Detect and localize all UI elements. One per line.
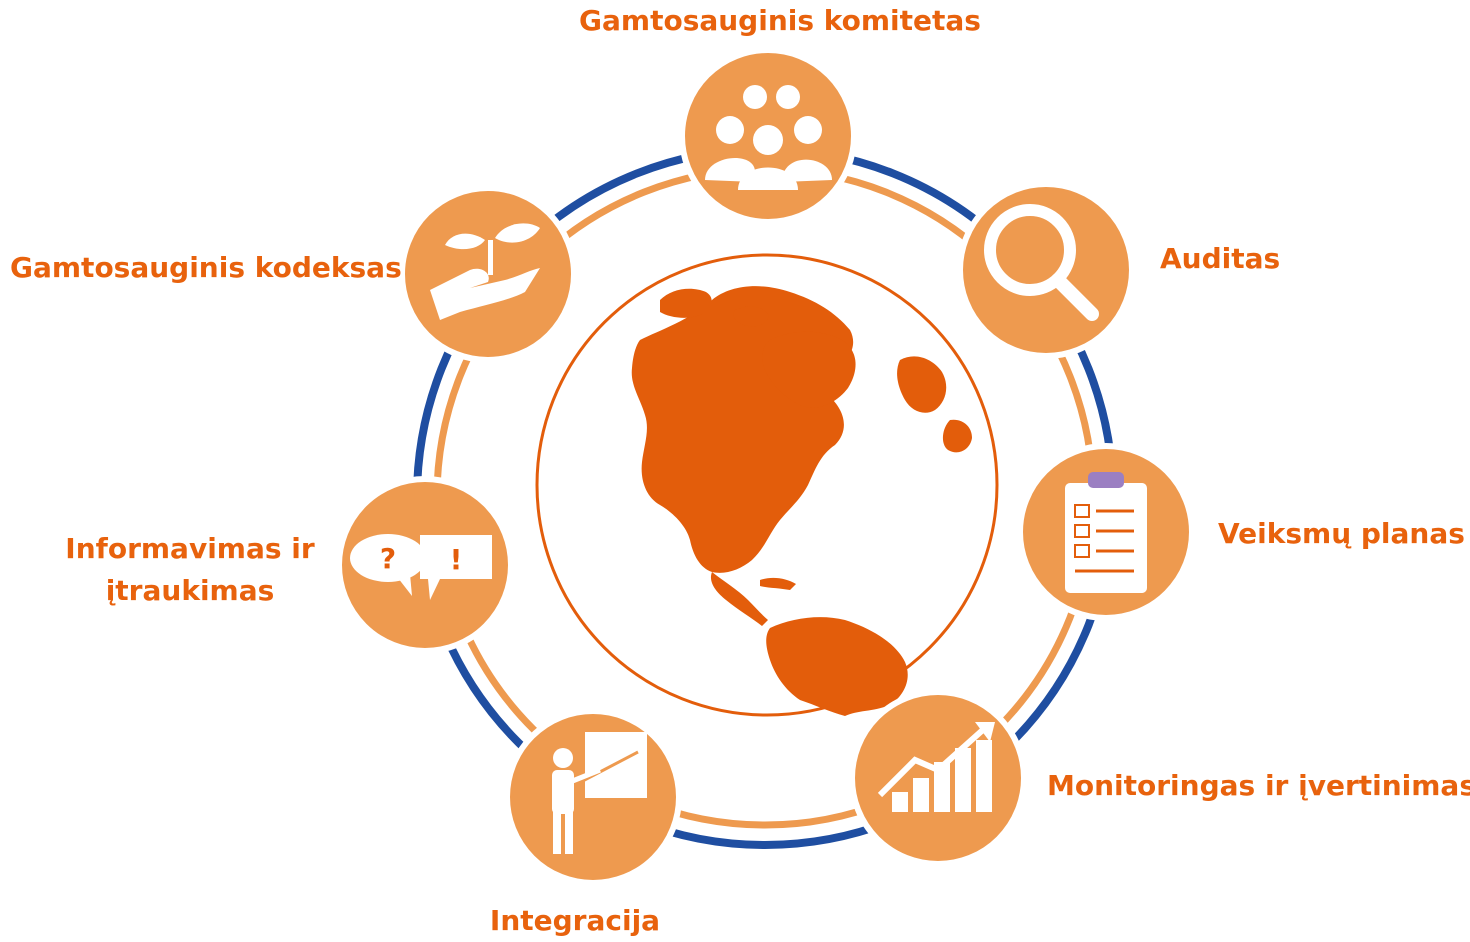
magnifier-icon: [984, 204, 1099, 321]
label-informavimas-line2: įtraukimas: [105, 574, 275, 607]
node-planas[interactable]: [1017, 443, 1195, 621]
label-planas: Veiksmų planas: [1218, 517, 1465, 550]
speech-bubbles-icon: ! ?: [350, 534, 492, 600]
node-komitetas[interactable]: [679, 47, 857, 225]
label-monitoringas: Monitoringas ir įvertinimas: [1047, 769, 1470, 802]
people-group-icon: [705, 85, 832, 190]
label-integracija: Integracija: [489, 904, 661, 937]
teacher-board-icon: [552, 732, 647, 854]
svg-text:!: !: [450, 543, 463, 576]
globe-icon: [535, 253, 999, 717]
label-informavimas: Informavimas ir įtraukimas: [60, 528, 320, 612]
label-auditas: Auditas: [1160, 242, 1281, 275]
node-monitoringas[interactable]: [849, 689, 1027, 867]
clipboard-checklist-icon: [1065, 472, 1147, 593]
growth-chart-icon: [877, 722, 995, 812]
node-integracija[interactable]: [504, 708, 682, 886]
hand-sprout-icon: [430, 223, 540, 320]
svg-text:?: ?: [380, 542, 396, 575]
node-kodeksas[interactable]: [399, 185, 577, 363]
label-informavimas-line1: Informavimas ir: [65, 532, 315, 565]
node-informavimas[interactable]: ! ?: [336, 476, 514, 654]
label-komitetas: Gamtosauginis komitetas: [579, 4, 981, 37]
label-kodeksas: Gamtosauginis kodeksas: [10, 251, 402, 284]
node-auditas[interactable]: [957, 181, 1135, 359]
